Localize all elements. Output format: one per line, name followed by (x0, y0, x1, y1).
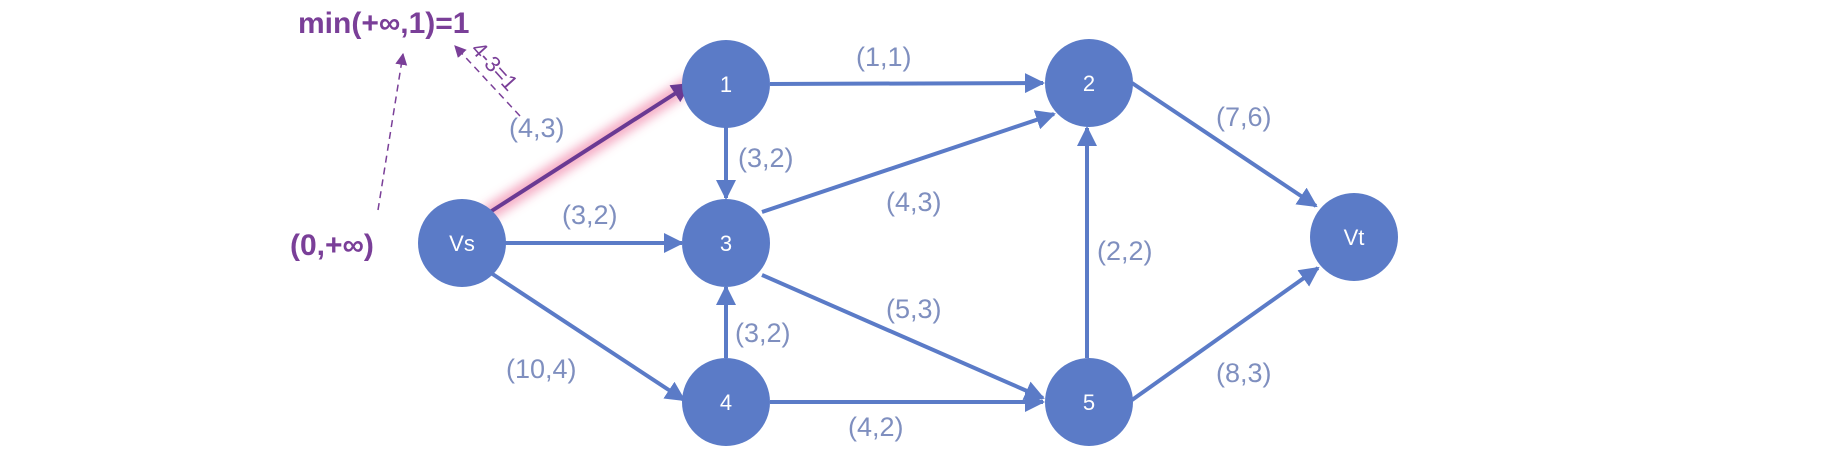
edge-labels: (4,3) (3,2) (10,4) (1,1) (3,2) (4,3) (5,… (506, 42, 1272, 442)
edge-label-vs-3: (3,2) (562, 200, 618, 230)
node-2: 2 (1045, 39, 1133, 127)
dashed-arrow-residual (454, 45, 521, 117)
edge-label-1-2: (1,1) (856, 42, 912, 72)
node-2-label: 2 (1083, 71, 1095, 96)
node-3-label: 3 (720, 231, 732, 256)
node-1: 1 (682, 40, 770, 128)
edge-label-5-vt: (8,3) (1216, 358, 1272, 388)
edge-label-2-vt: (7,6) (1216, 102, 1272, 132)
edge-3-5 (761, 273, 1045, 400)
edge-1-2 (769, 73, 1045, 94)
edge-label-vs-4: (10,4) (506, 354, 577, 384)
node-vs: Vs (418, 199, 506, 287)
edge-vs-4 (489, 271, 686, 402)
edge-label-5-2: (2,2) (1097, 236, 1153, 266)
node-vt-label: Vt (1344, 225, 1365, 250)
node-3-circle (682, 199, 770, 287)
edge-label-4-5: (4,2) (848, 412, 904, 442)
min-formula: min(+∞,1)=1 (298, 7, 469, 40)
edge-label-3-5: (5,3) (886, 294, 942, 324)
edge-vs-1 (488, 82, 692, 214)
residual-note: 4-3=1 (466, 37, 523, 96)
edges (488, 73, 1320, 412)
node-4-label: 4 (720, 390, 732, 415)
edge-5-vt (1130, 266, 1320, 402)
node-vt: Vt (1310, 193, 1398, 281)
node-5: 5 (1045, 358, 1133, 446)
node-vs-circle (418, 199, 506, 287)
edge-label-4-3: (3,2) (735, 318, 791, 348)
dashed-arrow-to-min (377, 52, 408, 211)
node-3: 3 (682, 199, 770, 287)
node-5-circle (1045, 358, 1133, 446)
edge-2-vt (1130, 81, 1318, 208)
node-vs-label: Vs (449, 231, 475, 256)
edge-label-3-2: (4,3) (886, 187, 942, 217)
node-2-circle (1045, 39, 1133, 127)
node-4-circle (682, 358, 770, 446)
edge-label-vs-1: (4,3) (509, 113, 565, 143)
node-vt-circle (1310, 193, 1398, 281)
node-1-circle (682, 40, 770, 128)
source-label: (0,+∞) (290, 229, 374, 262)
node-5-label: 5 (1083, 390, 1095, 415)
node-4: 4 (682, 358, 770, 446)
node-1-label: 1 (720, 72, 732, 97)
edge-label-1-3: (3,2) (738, 143, 794, 173)
edge-3-2 (761, 110, 1056, 214)
